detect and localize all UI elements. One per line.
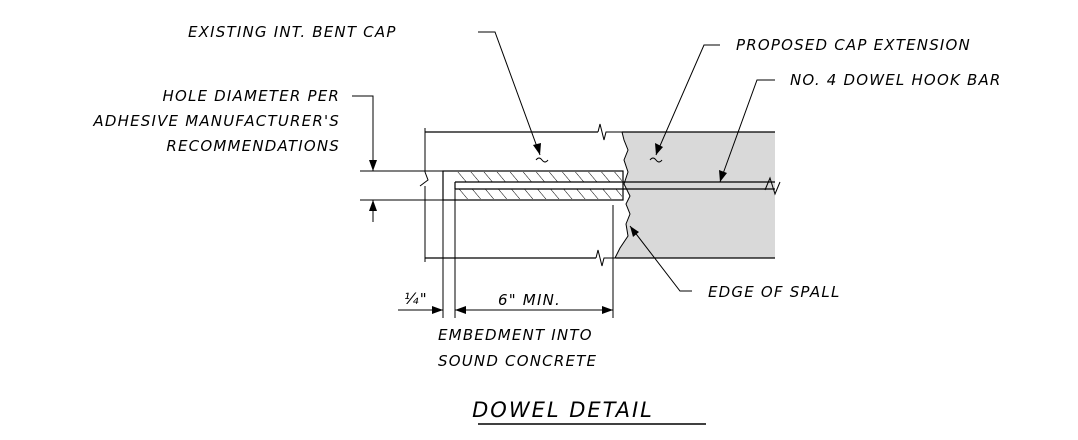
existing-cap-label: EXISTING INT. BENT CAP bbox=[188, 23, 397, 41]
dowel-bar-leader-arrow bbox=[719, 170, 727, 182]
edge-of-spall-label: EDGE OF SPALL bbox=[708, 283, 841, 301]
hole-dim-arrow-bottom bbox=[369, 200, 377, 211]
hole-diameter-label-line3: RECOMMENDATIONS bbox=[166, 137, 340, 155]
quarter-inch-label: ¼" bbox=[404, 290, 428, 308]
embedment-label-line2: SOUND CONCRETE bbox=[438, 352, 597, 370]
dowel-bar-break-mark bbox=[764, 176, 781, 196]
hole-dim-arrow-top bbox=[369, 160, 377, 171]
dowel-bar-lower-hatch bbox=[455, 189, 622, 199]
existing-cap-leader bbox=[478, 31, 541, 156]
embedment-label-line1: EMBEDMENT INTO bbox=[438, 326, 593, 344]
hole-end-break-mark bbox=[419, 171, 429, 187]
detail-title: DOWEL DETAIL bbox=[472, 398, 654, 422]
spall-edge-line bbox=[614, 131, 631, 259]
dowel-bar-upper-hatch bbox=[455, 172, 622, 182]
existing-cap-tilde bbox=[535, 157, 549, 163]
hole-diameter-label-line1: HOLE DIAMETER PER bbox=[162, 87, 340, 105]
dowel-bar-leader bbox=[719, 79, 775, 183]
break-mark-bottom bbox=[595, 249, 616, 267]
hole-diameter-label-line2: ADHESIVE MANUFACTURER'S bbox=[92, 112, 340, 130]
six-inch-dim-arrow-right bbox=[602, 306, 613, 314]
proposed-cap-extension-region bbox=[615, 132, 775, 258]
dowel-bar-label: NO. 4 DOWEL HOOK BAR bbox=[790, 71, 1002, 89]
proposed-extension-leader bbox=[655, 44, 720, 156]
six-inch-dim-arrow-left bbox=[455, 306, 466, 314]
edge-of-spall-leader-arrow bbox=[630, 226, 639, 237]
break-mark-top bbox=[597, 123, 622, 141]
existing-cap-leader-arrow bbox=[533, 143, 541, 155]
hole-diameter-leader bbox=[352, 95, 374, 146]
edge-of-spall-leader bbox=[629, 225, 692, 292]
proposed-extension-tilde bbox=[649, 157, 663, 163]
six-inch-min-label: 6" MIN. bbox=[498, 291, 561, 309]
proposed-extension-label: PROPOSED CAP EXTENSION bbox=[736, 36, 971, 54]
quarter-inch-dim-arrow bbox=[432, 306, 443, 314]
proposed-extension-leader-arrow bbox=[655, 143, 663, 155]
